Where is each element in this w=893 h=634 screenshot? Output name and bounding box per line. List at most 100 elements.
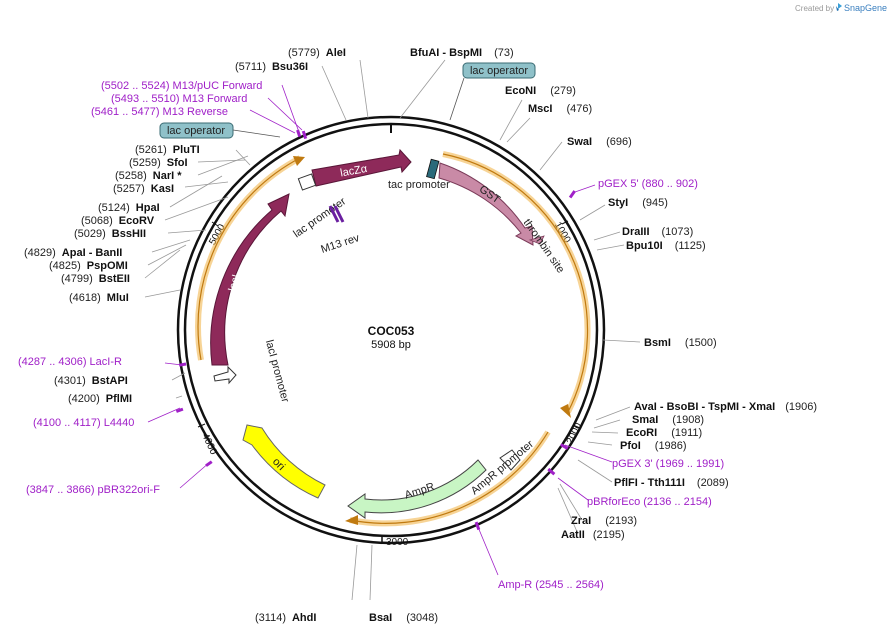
svg-text:4000: 4000 <box>199 432 219 457</box>
site-bpu10i[interactable]: Bpu10I(1125) <box>626 240 706 252</box>
svg-text:EcoNI(279): EcoNI(279) <box>505 85 576 97</box>
ampr-feature[interactable] <box>347 459 487 519</box>
cds-arrow-left <box>293 156 305 166</box>
primer-l4440[interactable]: (4100 .. 4117) L4440 <box>33 417 134 429</box>
primer-m13-reverse[interactable]: (5461 .. 5477) M13 Reverse <box>91 106 228 118</box>
site-hpai[interactable]: (5124)HpaI <box>98 202 160 214</box>
laci-promoter-label: lacI promoter <box>263 339 291 404</box>
primer-pbrforeco[interactable]: pBRforEco (2136 .. 2154) <box>587 496 712 508</box>
site-styi[interactable]: StyI(945) <box>608 197 668 209</box>
site-bfuai-bspmi[interactable]: BfuAI - BspMI(73) <box>410 47 514 59</box>
lac-operator-box-top[interactable]: lac operator <box>449 62 536 121</box>
app-name: SnapGene <box>844 3 887 13</box>
site-leader-lines <box>144 59 641 601</box>
plasmid-length: 5908 bp <box>371 339 411 351</box>
site-bsu36i[interactable]: (5711)Bsu36I <box>235 61 308 73</box>
svg-text:(4799)BstEII: (4799)BstEII <box>61 273 130 285</box>
site-nari[interactable]: (5258)NarI * <box>115 170 182 182</box>
lacza-label: lacZα <box>339 163 368 180</box>
ampr-promoter-marker <box>499 449 521 471</box>
lac-operator-box-left[interactable]: lac operator <box>159 122 281 139</box>
site-sfoi[interactable]: (5259)SfoI <box>129 157 188 169</box>
primer-pbr322ori-f[interactable]: (3847 .. 3866) pBR322ori-F <box>26 484 160 496</box>
svg-text:PfoI(1986): PfoI(1986) <box>620 440 687 452</box>
cds-glow-right <box>442 151 591 414</box>
svg-text:Bpu10I(1125): Bpu10I(1125) <box>626 240 706 252</box>
primer-laci-r[interactable]: (4287 .. 4306) LacI-R <box>18 356 122 368</box>
svg-text:(4200)PflMI: (4200)PflMI <box>68 393 132 405</box>
svg-text:(5258)NarI *: (5258)NarI * <box>115 170 182 182</box>
site-kasi[interactable]: (5257)KasI <box>113 183 174 195</box>
site-swai[interactable]: SwaI(696) <box>567 136 632 148</box>
tick-2000: 2000 <box>565 421 585 446</box>
site-avai-xmai[interactable]: AvaI - BsoBI - TspMI - XmaI(1906) <box>634 401 817 413</box>
svg-text:(4829)ApaI - BanII: (4829)ApaI - BanII <box>24 247 122 259</box>
tac-promoter-label: tac promoter <box>388 179 450 191</box>
primer-amp-r[interactable]: Amp-R (2545 .. 2564) <box>498 579 604 591</box>
svg-text:EcoRI(1911): EcoRI(1911) <box>626 427 702 439</box>
site-draiii[interactable]: DraIII(1073) <box>622 226 693 238</box>
site-ecori[interactable]: EcoRI(1911) <box>626 427 702 439</box>
site-bsteii[interactable]: (4799)BstEII <box>61 273 130 285</box>
tac-operator-marker <box>426 158 440 180</box>
site-pfoi[interactable]: PfoI(1986) <box>620 440 687 452</box>
laci-feature[interactable] <box>210 193 290 366</box>
site-mlui[interactable]: (4618)MluI <box>69 292 129 304</box>
primer-pgex3[interactable]: pGEX 3' (1969 .. 1991) <box>612 458 724 470</box>
svg-text:(4618)MluI: (4618)MluI <box>69 292 129 304</box>
cds-arrow-bottom <box>345 515 358 525</box>
laci-label: lacI <box>227 273 243 293</box>
primer-pgex5[interactable]: pGEX 5' (880 .. 902) <box>598 178 698 190</box>
svg-text:(5259)SfoI: (5259)SfoI <box>129 157 188 169</box>
gst-feature[interactable] <box>438 162 534 246</box>
site-zrai[interactable]: ZraI(2193) <box>571 515 637 527</box>
svg-text:SmaI(1908): SmaI(1908) <box>632 414 704 426</box>
site-pflfi-tth111i[interactable]: PflFI - Tth111I(2089) <box>614 477 729 489</box>
primer-markers <box>175 129 576 531</box>
svg-text:(5261)PluTI: (5261)PluTI <box>135 144 200 156</box>
svg-text:BsaI(3048): BsaI(3048) <box>369 612 438 624</box>
site-econi[interactable]: EcoNI(279) <box>505 85 576 97</box>
site-pflmi[interactable]: (4200)PflMI <box>68 393 132 405</box>
svg-text:(5068)EcoRV: (5068)EcoRV <box>81 215 155 227</box>
svg-text:(5029)BssHII: (5029)BssHII <box>74 228 146 240</box>
lacza-feature[interactable] <box>311 148 412 187</box>
site-bsshii[interactable]: (5029)BssHII <box>74 228 146 240</box>
site-msci[interactable]: MscI(476) <box>528 103 592 115</box>
site-psp-omi[interactable]: (4825)PspOMI <box>49 260 128 272</box>
cds-line-left <box>197 157 301 361</box>
lac-promoter-marker <box>297 173 317 191</box>
primer-m13-puc-forward[interactable]: (5502 .. 5524) M13/pUC Forward <box>101 80 262 92</box>
m13-rev-marker <box>328 205 340 223</box>
credit-text: Created by <box>795 4 834 13</box>
site-alei[interactable]: (5779)AleI <box>288 47 346 59</box>
snapgene-logo-icon <box>836 3 842 11</box>
svg-text:(4301)BstAPI: (4301)BstAPI <box>54 375 128 387</box>
cds-line-bottom <box>349 431 549 524</box>
svg-text:ZraI(2193): ZraI(2193) <box>571 515 637 527</box>
site-bsai[interactable]: BsaI(3048) <box>369 612 438 624</box>
primer-m13-forward[interactable]: (5493 .. 5510) M13 Forward <box>111 93 247 105</box>
plasmid-name: COC053 <box>368 324 415 338</box>
site-bsmi[interactable]: BsmI(1500) <box>644 337 717 349</box>
site-apai-banii[interactable]: (4829)ApaI - BanII <box>24 247 122 259</box>
primer-leader-lines <box>147 84 613 576</box>
ori-feature[interactable] <box>242 424 326 499</box>
svg-text:3000: 3000 <box>386 537 409 548</box>
svg-text:AvaI - BsoBI - TspMI - X: AvaI - BsoBI - TspMI - XmaI(1906) <box>634 401 817 413</box>
site-aatii[interactable]: AatII(2195) <box>561 529 625 541</box>
site-smai[interactable]: SmaI(1908) <box>632 414 704 426</box>
site-pluti[interactable]: (5261)PluTI <box>135 144 200 156</box>
svg-text:StyI(945): StyI(945) <box>608 197 668 209</box>
site-ecorv[interactable]: (5068)EcoRV <box>81 215 155 227</box>
snapgene-credit: Created by SnapGene <box>795 3 887 13</box>
m13-rev-label: M13 rev <box>319 232 361 256</box>
cds-arrow-right <box>560 404 571 418</box>
site-ahdi[interactable]: (3114)AhdI <box>255 612 316 624</box>
svg-text:(5257)KasI: (5257)KasI <box>113 183 174 195</box>
site-bstapi[interactable]: (4301)BstAPI <box>54 375 128 387</box>
svg-text:(3114)AhdI: (3114)AhdI <box>255 612 316 624</box>
svg-text:MscI(476): MscI(476) <box>528 103 592 115</box>
